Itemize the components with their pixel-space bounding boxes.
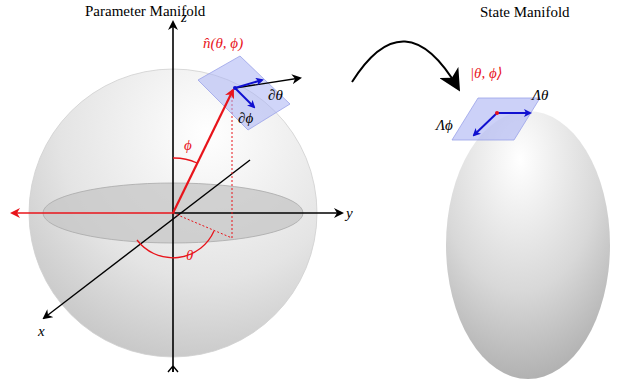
state-label: |θ, ϕ⟩ (470, 66, 503, 81)
d-theta-vector (235, 80, 262, 88)
d-phi-vector (235, 88, 254, 107)
axis-label: x (38, 324, 45, 339)
state-ellipsoid (446, 111, 610, 379)
tangent-label: Λθ (532, 88, 548, 103)
axis-label: z (181, 10, 187, 25)
tangent-label: ∂ϕ (238, 111, 253, 126)
n-hat-vector (173, 90, 233, 213)
z-axis (172, 22, 174, 372)
mapping-arrow (352, 41, 458, 88)
tangent-label: ∂θ (268, 88, 283, 103)
y-axis (173, 212, 342, 214)
tangent-label: Λϕ (436, 118, 453, 133)
outer-arrow (235, 78, 300, 88)
angle-label: ϕ (184, 138, 192, 153)
state-tangent-plane (452, 98, 540, 140)
tangent-plane (198, 56, 290, 130)
angle-label: θ (186, 248, 193, 263)
phi-arc (173, 158, 197, 163)
x-axis (44, 160, 250, 318)
lambda-phi-vector (474, 113, 497, 135)
projection-line (173, 213, 232, 238)
panel-heading: Parameter Manifold (85, 4, 205, 19)
y-axis-negative (12, 212, 173, 214)
panel-heading: State Manifold (480, 5, 570, 20)
theta-arc (137, 231, 214, 258)
lambda-theta-vector (497, 112, 530, 114)
axis-label: y (346, 206, 353, 221)
vector-label: n̂(θ, ϕ) (203, 36, 243, 51)
